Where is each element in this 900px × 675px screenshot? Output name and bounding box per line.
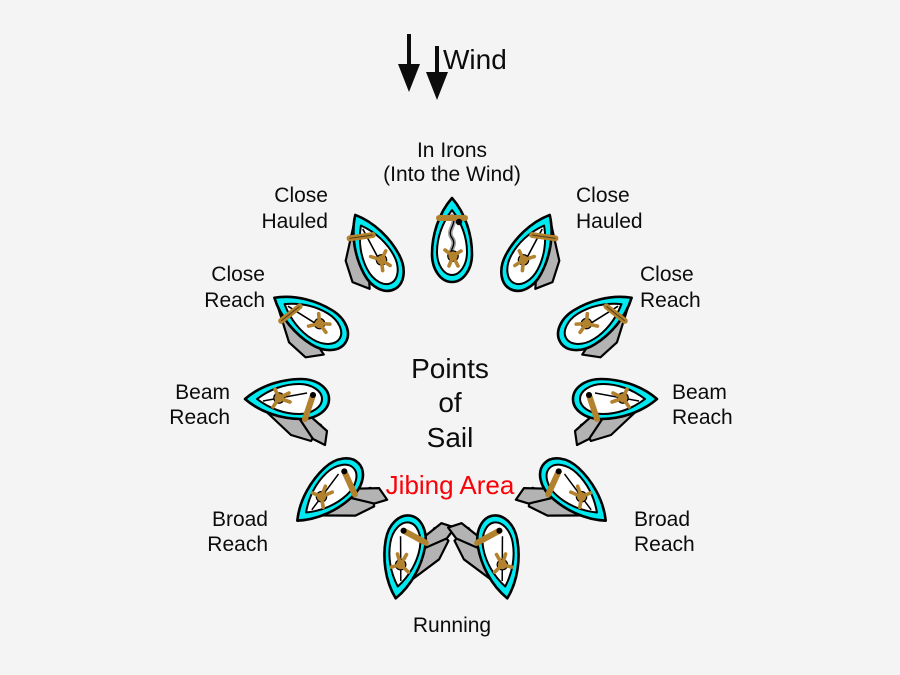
boat-broad-reach-starboard[interactable] [513, 449, 619, 555]
label-broad-reach-starboard: Broad Reach [634, 508, 695, 556]
label-close-reach-port-line-1: Close [211, 263, 265, 286]
label-running: Running [413, 614, 491, 637]
label-broad-reach-port: Broad Reach [207, 508, 268, 556]
boat-beam-reach-port[interactable] [245, 379, 329, 445]
wind-label: Wind [443, 44, 507, 75]
label-running-line-1: Running [413, 614, 491, 637]
label-close-reach-port-line-2: Reach [204, 289, 265, 312]
boat-close-hauled-port[interactable] [325, 206, 412, 306]
jibing-area-label: Jibing Area [386, 470, 515, 500]
label-in-irons-line-2: (Into the Wind) [383, 163, 521, 186]
label-broad-reach-port-line-2: Reach [207, 533, 268, 556]
label-beam-reach-port-line-2: Reach [169, 406, 230, 429]
label-beam-reach-port: Beam Reach [169, 381, 230, 429]
label-broad-reach-port-line-1: Broad [212, 508, 268, 531]
label-beam-reach-starboard: Beam Reach [672, 381, 733, 429]
wind-indicator: Wind [398, 34, 507, 100]
label-beam-reach-port-line-1: Beam [175, 381, 230, 404]
boat-close-reach-port[interactable] [256, 281, 356, 371]
boat-running-starboard[interactable] [447, 512, 527, 606]
label-close-hauled-port-line-2: Hauled [261, 210, 328, 233]
label-close-reach-starboard-line-1: Close [640, 263, 694, 286]
center-title-line-3: Sail [427, 422, 474, 453]
page-title: Points of Sail [411, 353, 489, 453]
boat-beam-reach-starboard[interactable] [573, 379, 657, 445]
label-close-hauled-starboard-line-1: Close [576, 184, 630, 207]
label-broad-reach-starboard-line-2: Reach [634, 533, 695, 556]
label-beam-reach-starboard-line-1: Beam [672, 381, 727, 404]
label-beam-reach-starboard-line-2: Reach [672, 406, 733, 429]
label-close-reach-starboard: Close Reach [640, 263, 701, 312]
wind-arrow-right-icon [426, 46, 448, 100]
label-close-reach-starboard-line-2: Reach [640, 289, 701, 312]
label-close-hauled-port: Close Hauled [261, 184, 328, 233]
label-close-hauled-starboard: Close Hauled [576, 184, 643, 233]
label-close-hauled-starboard-line-2: Hauled [576, 210, 643, 233]
label-in-irons: In Irons (Into the Wind) [383, 139, 521, 186]
label-broad-reach-starboard-line-1: Broad [634, 508, 690, 531]
center-title-line-1: Points [411, 353, 489, 384]
boat-close-hauled-starboard[interactable] [493, 206, 580, 306]
boat-close-reach-starboard[interactable] [550, 281, 650, 371]
boat-broad-reach-port[interactable] [284, 449, 390, 555]
boat-in-irons[interactable] [432, 198, 472, 282]
boat-running-port[interactable] [376, 512, 456, 606]
label-close-reach-port: Close Reach [204, 263, 265, 312]
label-close-hauled-port-line-1: Close [274, 184, 328, 207]
label-in-irons-line-1: In Irons [417, 139, 487, 162]
center-title-line-2: of [438, 387, 462, 418]
wind-arrow-left-icon [398, 34, 420, 92]
